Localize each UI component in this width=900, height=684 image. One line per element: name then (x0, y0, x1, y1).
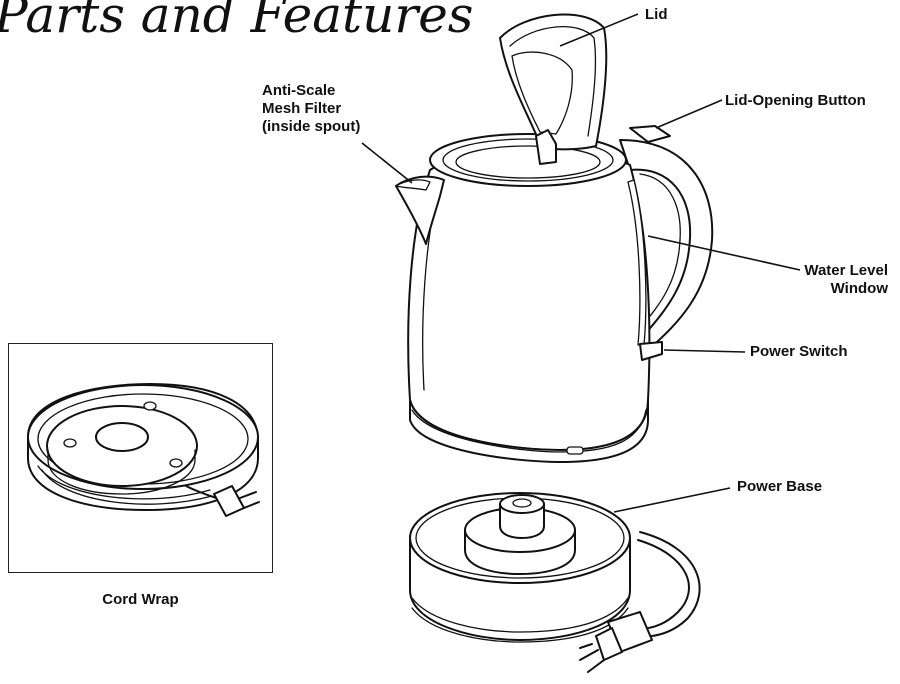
label-power-base: Power Base (737, 478, 823, 495)
page-title: Parts and Features (0, 0, 474, 44)
label-water-level-window: Water Level Window (788, 262, 888, 298)
plug-icon (579, 611, 653, 673)
label-lid-opening-button: Lid-Opening Button (725, 92, 866, 109)
label-anti-scale-line1: Anti-Scale (262, 82, 336, 99)
plug-icon (213, 485, 260, 517)
cord-wrap-inset (8, 343, 273, 573)
label-water-level-line2: Window (830, 280, 888, 297)
label-cord-wrap: Cord Wrap (102, 591, 179, 608)
label-lid: Lid (645, 6, 668, 23)
label-anti-scale-line3: (inside spout) (262, 118, 361, 135)
kettle-drawing (395, 13, 714, 463)
cord-wrap-drawing (27, 383, 260, 517)
label-anti-scale-line2: Mesh Filter (262, 100, 342, 117)
label-anti-scale-filter: Anti-Scale Mesh Filter (inside spout) (262, 82, 360, 136)
label-water-level-line1: Water Level (804, 262, 888, 279)
label-power-switch: Power Switch (750, 343, 848, 360)
power-base-drawing (409, 492, 701, 673)
